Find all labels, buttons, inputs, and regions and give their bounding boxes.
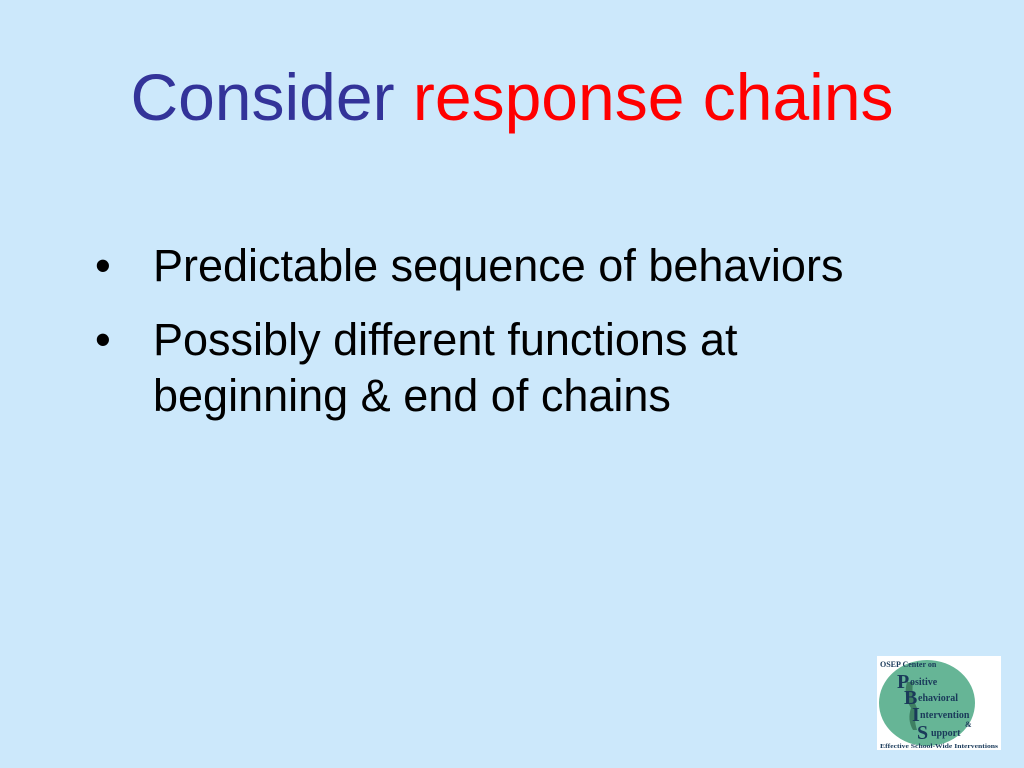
- pbis-logo: OSEP Center on P ositive B ehavioral I n…: [877, 656, 1001, 750]
- bullet-item-1: • Predictable sequence of behaviors: [95, 238, 915, 294]
- logo-initial-p: P: [897, 671, 909, 693]
- logo-word-s: upport: [931, 728, 961, 739]
- logo-initial-i: I: [912, 704, 920, 726]
- logo-word-i: ntervention: [920, 710, 970, 721]
- logo-circle: [879, 660, 975, 746]
- logo-map-shape: [905, 682, 917, 730]
- pbis-logo-graphic: OSEP Center on P ositive B ehavioral I n…: [877, 656, 1001, 750]
- logo-footer: Effective School-Wide Interventions: [880, 744, 999, 750]
- bullet-list: • Predictable sequence of behaviors • Po…: [95, 238, 915, 442]
- slide-title: Consider response chains: [0, 52, 1024, 142]
- title-part-response-chains: response chains: [412, 60, 894, 134]
- logo-ampersand: &: [965, 720, 972, 729]
- title-part-consider: Consider: [130, 60, 413, 134]
- logo-initial-s: S: [917, 722, 928, 744]
- bullet-text: Possibly different functions at beginnin…: [153, 314, 738, 421]
- bullet-item-2: • Possibly different functions at beginn…: [95, 312, 915, 424]
- logo-header: OSEP Center on: [880, 660, 937, 669]
- bullet-marker: •: [95, 314, 111, 365]
- logo-word-b: ehavioral: [918, 693, 958, 704]
- logo-word-p: ositive: [910, 677, 938, 688]
- logo-initial-b: B: [904, 687, 917, 709]
- bullet-text: Predictable sequence of behaviors: [153, 240, 844, 291]
- bullet-marker: •: [95, 240, 111, 291]
